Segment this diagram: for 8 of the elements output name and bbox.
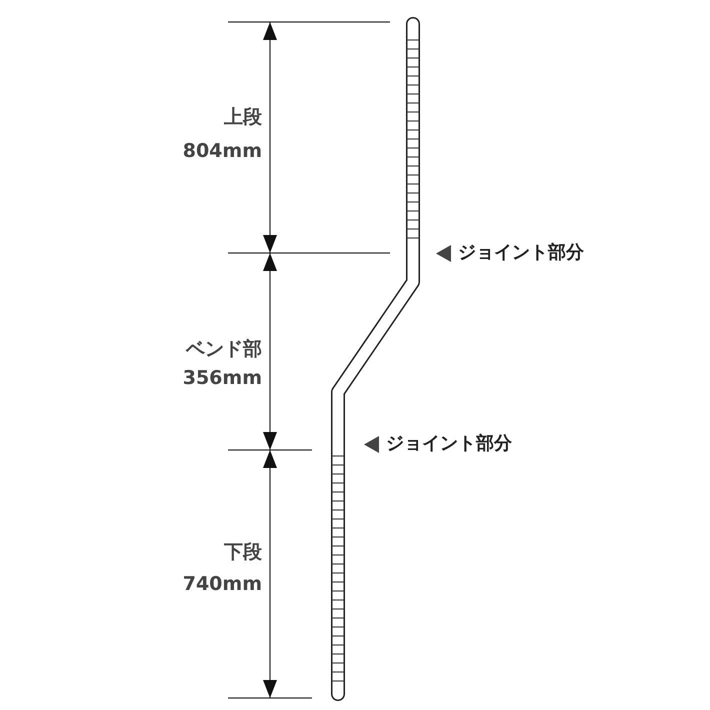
part-label: ジョイント部分 bbox=[386, 433, 512, 455]
dimension-label: 356mm bbox=[182, 367, 262, 390]
dimension-label: 下段 bbox=[224, 541, 262, 564]
dimension-label: 上段 bbox=[224, 106, 262, 129]
dimension-label: 804mm bbox=[182, 140, 262, 163]
part-label: ジョイント部分 bbox=[458, 242, 584, 264]
dimension-label: ベンド部 bbox=[186, 338, 262, 361]
dimension-label: 740mm bbox=[182, 573, 262, 596]
